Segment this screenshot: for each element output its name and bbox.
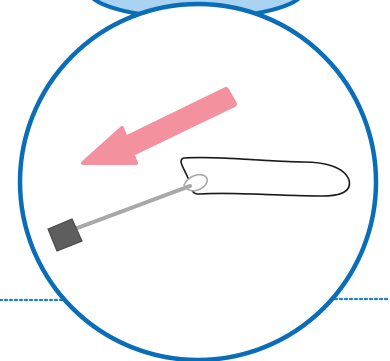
rod-handle — [47, 218, 83, 252]
rod-tool — [70, 184, 192, 232]
pink-arrow — [81, 87, 237, 165]
wire-loop — [180, 156, 351, 197]
